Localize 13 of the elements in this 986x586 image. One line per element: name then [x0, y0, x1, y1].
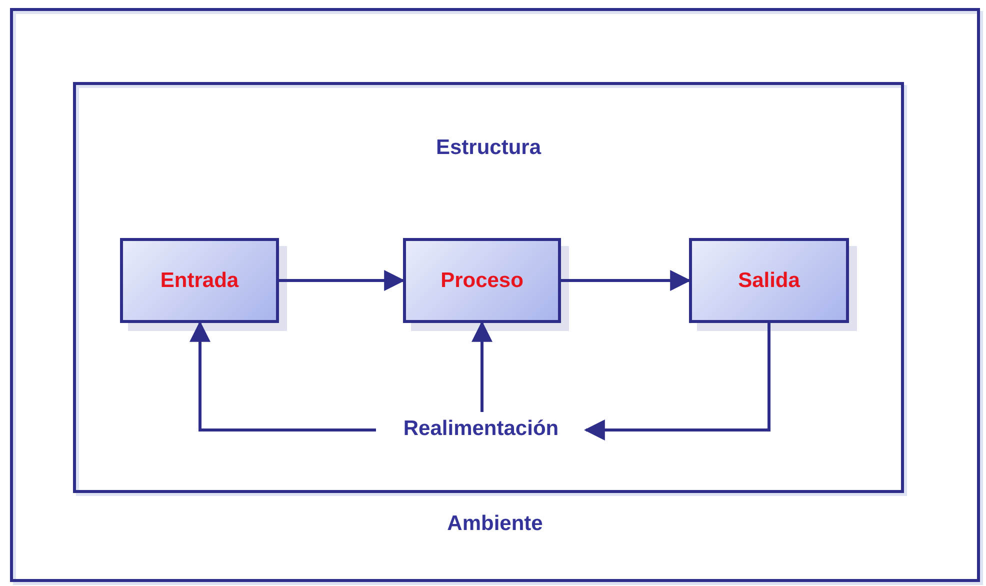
frame-title: Ambiente	[446, 512, 544, 536]
arrow	[584, 323, 770, 440]
arrow	[561, 270, 692, 291]
box-label: Entrada	[159, 268, 240, 292]
arrow	[472, 320, 492, 412]
feedback-label: Realimentación	[402, 417, 560, 441]
frame-title: Estructura	[434, 136, 542, 160]
box-label: Proceso	[440, 268, 524, 292]
box-label: Salida	[737, 268, 801, 292]
structure-frame	[73, 82, 904, 493]
environment-frame	[10, 8, 980, 582]
arrow	[190, 320, 376, 432]
arrow	[279, 270, 406, 291]
